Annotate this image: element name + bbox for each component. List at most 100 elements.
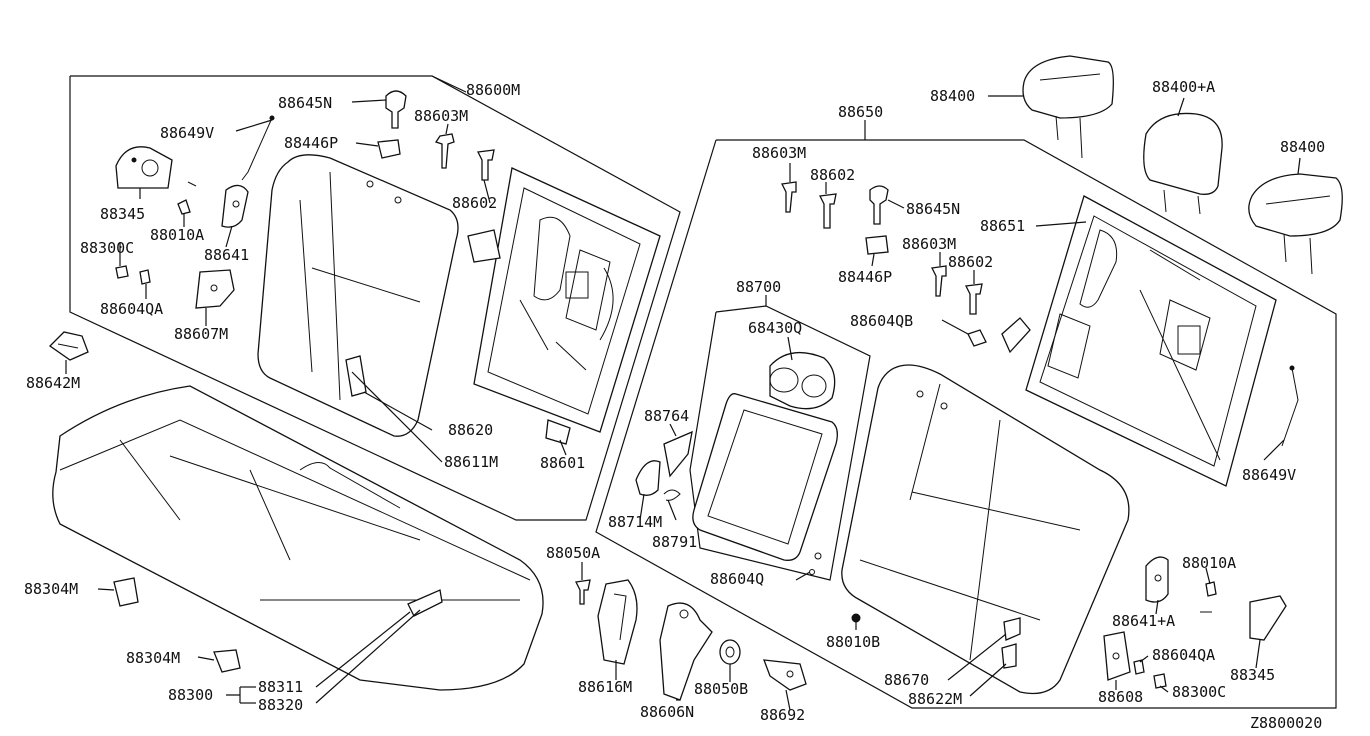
label-88300C-right[interactable]: 88300C xyxy=(1172,683,1226,701)
label-88649V-right[interactable]: 88649V xyxy=(1242,466,1296,484)
label-88641A-right[interactable]: 88641+A xyxy=(1112,612,1175,630)
bracket-88608[interactable] xyxy=(1103,631,1131,681)
label-88400-right[interactable]: 88400 xyxy=(1280,138,1325,156)
label-88606N[interactable]: 88606N xyxy=(640,703,694,721)
screw-88050A[interactable] xyxy=(575,579,591,605)
seatback-cushion-left[interactable] xyxy=(257,154,459,437)
screw-88300C-left[interactable] xyxy=(115,265,129,279)
seat-cushion[interactable] xyxy=(52,385,544,691)
bracket-88764[interactable] xyxy=(663,430,693,478)
cup-holder-68430Q[interactable] xyxy=(769,351,836,410)
label-88446P-right[interactable]: 88446P xyxy=(838,268,892,286)
headrest-88400-left[interactable] xyxy=(1022,55,1114,159)
label-88010A-left[interactable]: 88010A xyxy=(150,226,204,244)
headrest-guide-88645N-right[interactable] xyxy=(869,185,889,225)
label-88304M-b[interactable]: 88304M xyxy=(126,649,180,667)
label-88446P-left[interactable]: 88446P xyxy=(284,134,338,152)
lock-cable-88649V-left[interactable] xyxy=(241,115,275,181)
cover-88616M[interactable] xyxy=(597,579,638,665)
headrest-holder-88602-m2[interactable] xyxy=(965,283,983,315)
clip-88604Q[interactable] xyxy=(809,552,822,575)
headrest-holder-88603M-m2[interactable] xyxy=(931,265,947,297)
label-88607M[interactable]: 88607M xyxy=(174,325,228,343)
label-88603M-m2[interactable]: 88603M xyxy=(902,235,956,253)
label-88604QA-left[interactable]: 88604QA xyxy=(100,300,163,318)
headrest-guide-88645N-left[interactable] xyxy=(385,90,407,129)
headrest-88400-right[interactable] xyxy=(1248,173,1343,275)
hinge-88714M[interactable] xyxy=(635,460,661,496)
label-88651[interactable]: 88651 xyxy=(980,217,1025,235)
screw-88300C-right[interactable] xyxy=(1153,673,1167,689)
headrest-guide-88446P-left[interactable] xyxy=(377,139,401,159)
label-88611M[interactable]: 88611M xyxy=(444,453,498,471)
armrest-88700[interactable] xyxy=(692,393,838,561)
bolt-88010A-left[interactable] xyxy=(177,181,197,215)
label-88641-left[interactable]: 88641 xyxy=(204,246,249,264)
label-88010B[interactable]: 88010B xyxy=(826,633,880,651)
headrest-holder-88603M-m1[interactable] xyxy=(781,181,797,213)
bracket-88606N[interactable] xyxy=(659,602,713,701)
lock-cable-88649V-right[interactable] xyxy=(1281,365,1299,447)
clip-88604QA-right[interactable] xyxy=(1133,659,1145,675)
latch-88692[interactable] xyxy=(763,659,807,691)
latch-cover-88345-left[interactable] xyxy=(115,146,173,189)
label-88601[interactable]: 88601 xyxy=(540,454,585,472)
label-88604QB[interactable]: 88604QB xyxy=(850,312,913,330)
striker-88642M[interactable] xyxy=(48,331,89,361)
label-88602-m2[interactable]: 88602 xyxy=(948,253,993,271)
pin-88010B[interactable] xyxy=(851,613,861,623)
label-88645N-left[interactable]: 88645N xyxy=(278,94,332,112)
spring-88791[interactable] xyxy=(663,489,681,501)
clip-88604QA-left[interactable] xyxy=(139,269,151,285)
label-88603M-left[interactable]: 88603M xyxy=(414,107,468,125)
label-88692[interactable]: 88692 xyxy=(760,706,805,724)
label-88603M-m1[interactable]: 88603M xyxy=(752,144,806,162)
headrest-guide-88446P-right[interactable] xyxy=(865,235,889,255)
label-88602-left[interactable]: 88602 xyxy=(452,194,497,212)
label-88050B[interactable]: 88050B xyxy=(694,680,748,698)
label-88304M-a[interactable]: 88304M xyxy=(24,580,78,598)
label-88645N-right[interactable]: 88645N xyxy=(906,200,960,218)
label-88642M[interactable]: 88642M xyxy=(26,374,80,392)
label-88670[interactable]: 88670 xyxy=(884,671,929,689)
label-88300C-left[interactable]: 88300C xyxy=(80,239,134,257)
label-88764[interactable]: 88764 xyxy=(644,407,689,425)
bracket-88607M[interactable] xyxy=(195,269,235,309)
label-88345-right[interactable]: 88345 xyxy=(1230,666,1275,684)
latch-cover-88345-right[interactable] xyxy=(1249,595,1287,641)
label-88602-m1[interactable]: 88602 xyxy=(810,166,855,184)
clip-88604QB[interactable] xyxy=(967,329,987,347)
label-88650[interactable]: 88650 xyxy=(838,103,883,121)
label-88300[interactable]: 88300 xyxy=(168,686,213,704)
headrest-holder-88602-m1[interactable] xyxy=(819,193,837,229)
label-88600M[interactable]: 88600M xyxy=(466,81,520,99)
label-88604Q[interactable]: 88604Q xyxy=(710,570,764,588)
label-88400-left[interactable]: 88400 xyxy=(930,87,975,105)
latch-assembly-88641A-right[interactable] xyxy=(1145,556,1169,603)
label-88622M[interactable]: 88622M xyxy=(908,690,962,708)
label-88400A-center[interactable]: 88400+A xyxy=(1152,78,1215,96)
label-88649V-left[interactable]: 88649V xyxy=(160,124,214,142)
seat-cushion-pad-88311[interactable] xyxy=(407,589,443,617)
latch-assembly-88641-left[interactable] xyxy=(221,184,249,228)
label-88050A[interactable]: 88050A xyxy=(546,544,600,562)
label-88714M[interactable]: 88714M xyxy=(608,513,662,531)
bush-88050B[interactable] xyxy=(719,639,741,665)
label-88320[interactable]: 88320 xyxy=(258,696,303,714)
label-88700[interactable]: 88700 xyxy=(736,278,781,296)
headrest-88400A-center[interactable] xyxy=(1143,112,1223,215)
label-88345-left[interactable]: 88345 xyxy=(100,205,145,223)
label-88616M[interactable]: 88616M xyxy=(578,678,632,696)
bolt-88010A-right[interactable] xyxy=(1200,581,1217,613)
headrest-holder-88603M-left[interactable] xyxy=(434,133,455,169)
label-88010A-right[interactable]: 88010A xyxy=(1182,554,1236,572)
label-88608[interactable]: 88608 xyxy=(1098,688,1143,706)
headrest-holder-88602-left[interactable] xyxy=(477,149,495,181)
label-88791[interactable]: 88791 xyxy=(652,533,697,551)
seatback-frame-left[interactable] xyxy=(467,167,661,445)
label-88311[interactable]: 88311 xyxy=(258,678,303,696)
trim-88622M[interactable] xyxy=(1001,643,1017,669)
label-68430Q[interactable]: 68430Q xyxy=(748,319,802,337)
cup-88304M-b[interactable] xyxy=(213,649,241,673)
label-88620[interactable]: 88620 xyxy=(448,421,493,439)
